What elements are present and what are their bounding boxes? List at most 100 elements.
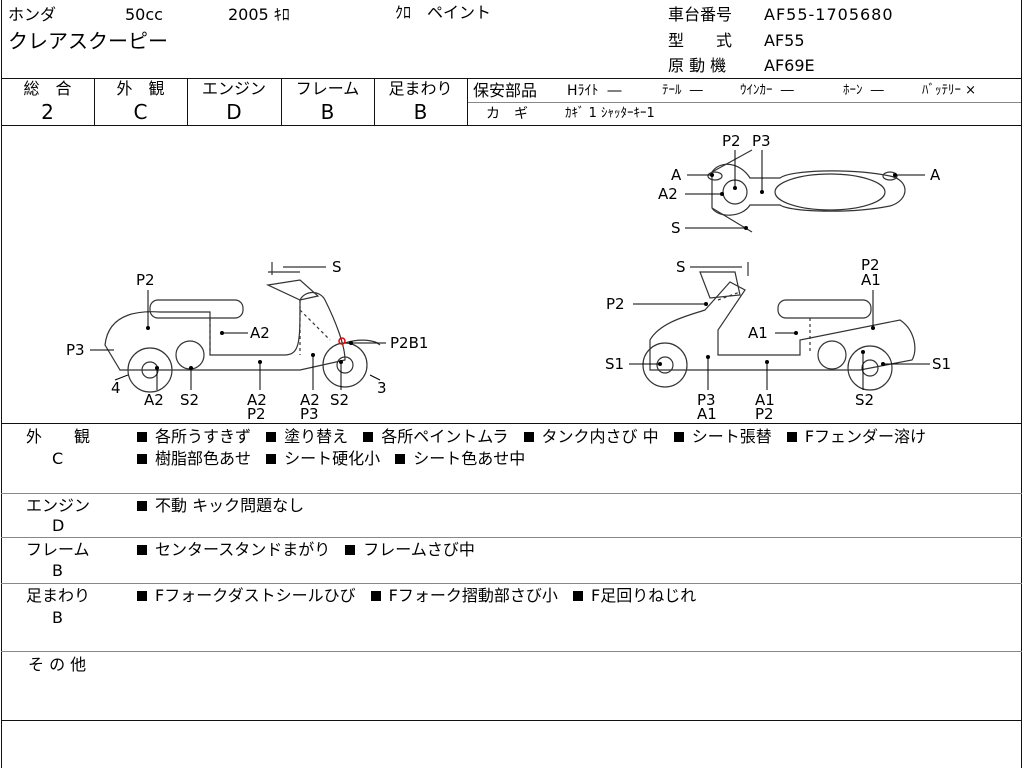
score-divider (467, 78, 468, 125)
bullet-icon (572, 591, 583, 601)
label-right-s: S (676, 258, 686, 276)
maker: ホンダ (8, 5, 57, 24)
marker-dot (720, 192, 724, 196)
safety-item-headlight: Hﾗｲﾄ ― (567, 83, 622, 99)
model-name: クレアスクーピー (8, 29, 168, 53)
bullet-icon (786, 432, 797, 442)
marker-dot (258, 360, 262, 364)
year: 2005 ｷﾛ (228, 5, 290, 24)
type-value: AF55 (764, 31, 805, 50)
marker-dot (155, 366, 159, 370)
label-right-s2: S2 (855, 391, 874, 409)
marker-dot (220, 331, 224, 335)
marker-dot (794, 331, 798, 335)
label-left-4: 4 (111, 379, 121, 397)
marker-dot (733, 186, 737, 190)
label-right-a1-top: A1 (861, 271, 881, 289)
remark-category: そ の 他 (28, 655, 87, 674)
remark-line: Fフォークダストシールひび Fフォーク摺動部さび小 F足回りねじれ (137, 585, 706, 607)
marker-dot (744, 226, 748, 230)
remark-divider (1, 493, 1022, 494)
remark-category: 外 観 (26, 427, 91, 446)
remark-category: 足まわり (26, 586, 91, 605)
remark-grade: C (52, 449, 64, 468)
bullet-icon (137, 591, 147, 601)
displacement: 50cc (125, 5, 163, 24)
color: ｸﾛ ペイント (395, 3, 492, 22)
label-right-p2: P2 (606, 295, 625, 313)
marker-dot (861, 350, 865, 354)
label-right-a1-b2: A1 (755, 391, 775, 409)
remark-divider (1, 537, 1022, 538)
marker-dot (881, 362, 885, 366)
marker-dot (339, 360, 343, 364)
scooter-left-view (104, 262, 381, 393)
marker-dot (311, 353, 315, 357)
score-divider (187, 78, 188, 125)
marker-dot (706, 355, 710, 359)
label-right-p2-b: P2 (755, 405, 774, 423)
score-row-bottom-line (1, 125, 1022, 126)
label-top-s: S (671, 219, 681, 237)
label-left-a2-3: A2 (300, 391, 320, 409)
label-right-s1-left: S1 (605, 355, 624, 373)
label-left-3: 3 (377, 379, 387, 397)
bullet-icon (137, 545, 147, 555)
score-value: B (413, 100, 428, 124)
bullet-icon (137, 501, 147, 511)
bullet-icon (363, 432, 374, 442)
scooter-right-view (642, 262, 916, 391)
remark-line: 樹脂部色あせ シート硬化小 シート色あせ中 (137, 448, 535, 470)
label-left-s2-2: S2 (330, 391, 349, 409)
safety-item-horn: ﾎｰﾝ ― (843, 83, 884, 98)
scooter-diagrams: S P2 A2 P3 P2B1 4 3 A2 S2 A2 P2 A2 P3 S2… (66, 132, 951, 423)
score-value: B (320, 100, 335, 124)
remark-bottom-line (1, 720, 1022, 721)
red-marker (338, 337, 346, 345)
label-right-p2-top: P2 (861, 256, 880, 274)
score-value: C (133, 100, 148, 124)
score-value: D (226, 100, 242, 124)
score-row-top-line (1, 78, 1022, 79)
engine-label: 原 動 機 (668, 56, 727, 75)
label-left-p3: P3 (66, 341, 85, 359)
safety-divider (468, 102, 1021, 103)
label-right-a1-b1: A1 (697, 405, 717, 423)
marker-dot (704, 302, 708, 306)
bullet-icon (345, 545, 356, 555)
type-label: 型 式 (668, 31, 733, 50)
remark-line: センタースタンドまがり フレームさび中 (137, 539, 485, 561)
label-left-a2-1: A2 (144, 391, 164, 409)
bullet-icon (266, 432, 277, 442)
remark-divider (1, 651, 1022, 652)
score-label: エンジン (201, 79, 266, 98)
label-right-a1: A1 (748, 324, 768, 342)
frame-no: AF55-1705680 (764, 5, 894, 24)
engine-value: AF69E (764, 56, 815, 75)
remark-line: 各所うすきず 塗り替え 各所ペイントムラ タンク内さび 中 シート張替 Fフェン… (137, 426, 936, 448)
score-label: 足まわり (388, 79, 453, 98)
score-label: フレーム (295, 79, 360, 98)
bullet-icon (523, 432, 534, 442)
label-left-p2-2: P2 (247, 405, 266, 423)
bullet-icon (137, 432, 147, 442)
score-value: 2 (41, 100, 54, 124)
frame-no-label: 車台番号 (668, 5, 733, 24)
label-top-a-right: A (930, 166, 941, 184)
key-value: ｶｷﾞ 1 ｼｬｯﾀｰｷｰ1 (565, 106, 655, 121)
frame-left (1, 0, 2, 768)
label-top-a2: A2 (658, 185, 678, 203)
marker-dot (760, 190, 764, 194)
label-top-p3: P3 (752, 132, 771, 150)
marker-dot (765, 360, 769, 364)
score-label: 外 観 (116, 79, 165, 98)
key-label: カ ギ (486, 106, 528, 122)
label-left-a2-seat: A2 (250, 324, 270, 342)
label-left-p2: P2 (136, 271, 155, 289)
marker-dot (893, 173, 897, 177)
remark-grade: D (52, 516, 65, 535)
marker-dot (146, 326, 150, 330)
label-right-p3: P3 (697, 391, 716, 409)
label-left-s2-1: S2 (180, 391, 199, 409)
